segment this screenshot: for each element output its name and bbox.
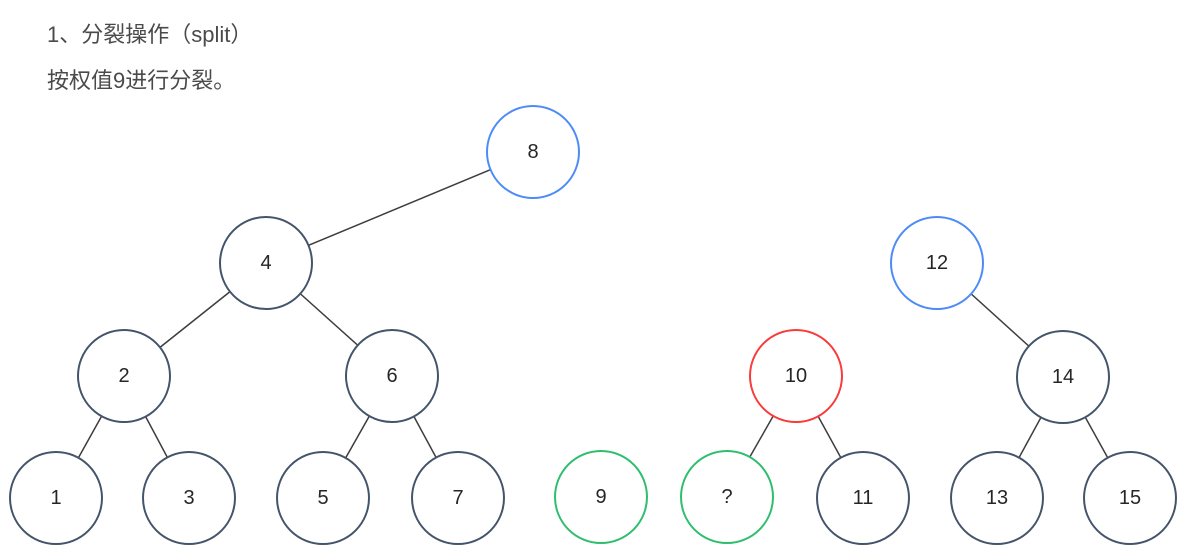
tree-node-label-14: 14 — [1052, 366, 1074, 388]
tree-edge-8-4 — [265, 151, 534, 264]
tree-node-4: 4 — [219, 216, 313, 310]
tree-node-label-2: 2 — [118, 365, 129, 387]
tree-node-circle-2 — [77, 329, 171, 423]
tree-node-11: 11 — [816, 451, 910, 545]
tree-node-9: 9 — [554, 450, 648, 544]
tree-node-label-3: 3 — [183, 487, 194, 509]
tree-node-circle-15 — [1083, 451, 1177, 545]
tree-node-circle-11 — [816, 451, 910, 545]
tree-node-label-10: 10 — [785, 365, 807, 387]
tree-node-label-7: 7 — [452, 487, 463, 509]
tree-node-circle-12 — [890, 216, 984, 310]
tree-node-label-6: 6 — [386, 365, 397, 387]
tree-node-label-11: 11 — [853, 487, 874, 509]
tree-node-label-13: 13 — [986, 487, 1008, 509]
tree-node-circle-10 — [749, 329, 843, 423]
tree-node-1: 1 — [9, 451, 103, 545]
tree-node-circle-1 — [9, 451, 103, 545]
tree-node-circle-5 — [276, 451, 370, 545]
heading-line-2: 按权值9进行分裂。 — [47, 68, 236, 93]
tree-node-label-4: 4 — [260, 252, 271, 274]
tree-node-label-5: 5 — [317, 487, 328, 509]
tree-node-circle-3 — [142, 451, 236, 545]
tree-node-circle-9 — [554, 450, 648, 544]
tree-node-circle-q — [680, 450, 774, 544]
tree-node-label-1: 1 — [50, 487, 61, 509]
tree-node-circle-13 — [950, 451, 1044, 545]
tree-node-label-8: 8 — [527, 141, 538, 163]
tree-node-circle-4 — [219, 216, 313, 310]
tree-node-circle-14 — [1016, 330, 1110, 424]
tree-node-13: 13 — [950, 451, 1044, 545]
tree-node-label-q: ? — [721, 486, 732, 508]
tree-node-label-9: 9 — [595, 486, 606, 508]
tree-node-8: 8 — [486, 105, 580, 199]
tree-node-15: 15 — [1083, 451, 1177, 545]
tree-node-5: 5 — [276, 451, 370, 545]
tree-node-label-12: 12 — [926, 252, 948, 274]
tree-node-q: ? — [680, 450, 774, 544]
tree-node-label-15: 15 — [1119, 487, 1141, 509]
tree-node-12: 12 — [890, 216, 984, 310]
tree-node-3: 3 — [142, 451, 236, 545]
tree-node-2: 2 — [77, 329, 171, 423]
tree-node-6: 6 — [345, 329, 439, 423]
tree-node-7: 7 — [411, 451, 505, 545]
tree-node-circle-7 — [411, 451, 505, 545]
tree-node-circle-6 — [345, 329, 439, 423]
tree-node-14: 14 — [1016, 330, 1110, 424]
tree-node-10: 10 — [749, 329, 843, 423]
heading-line-1: 1、分裂操作（split） — [47, 22, 253, 47]
tree-node-circle-8 — [486, 105, 580, 199]
